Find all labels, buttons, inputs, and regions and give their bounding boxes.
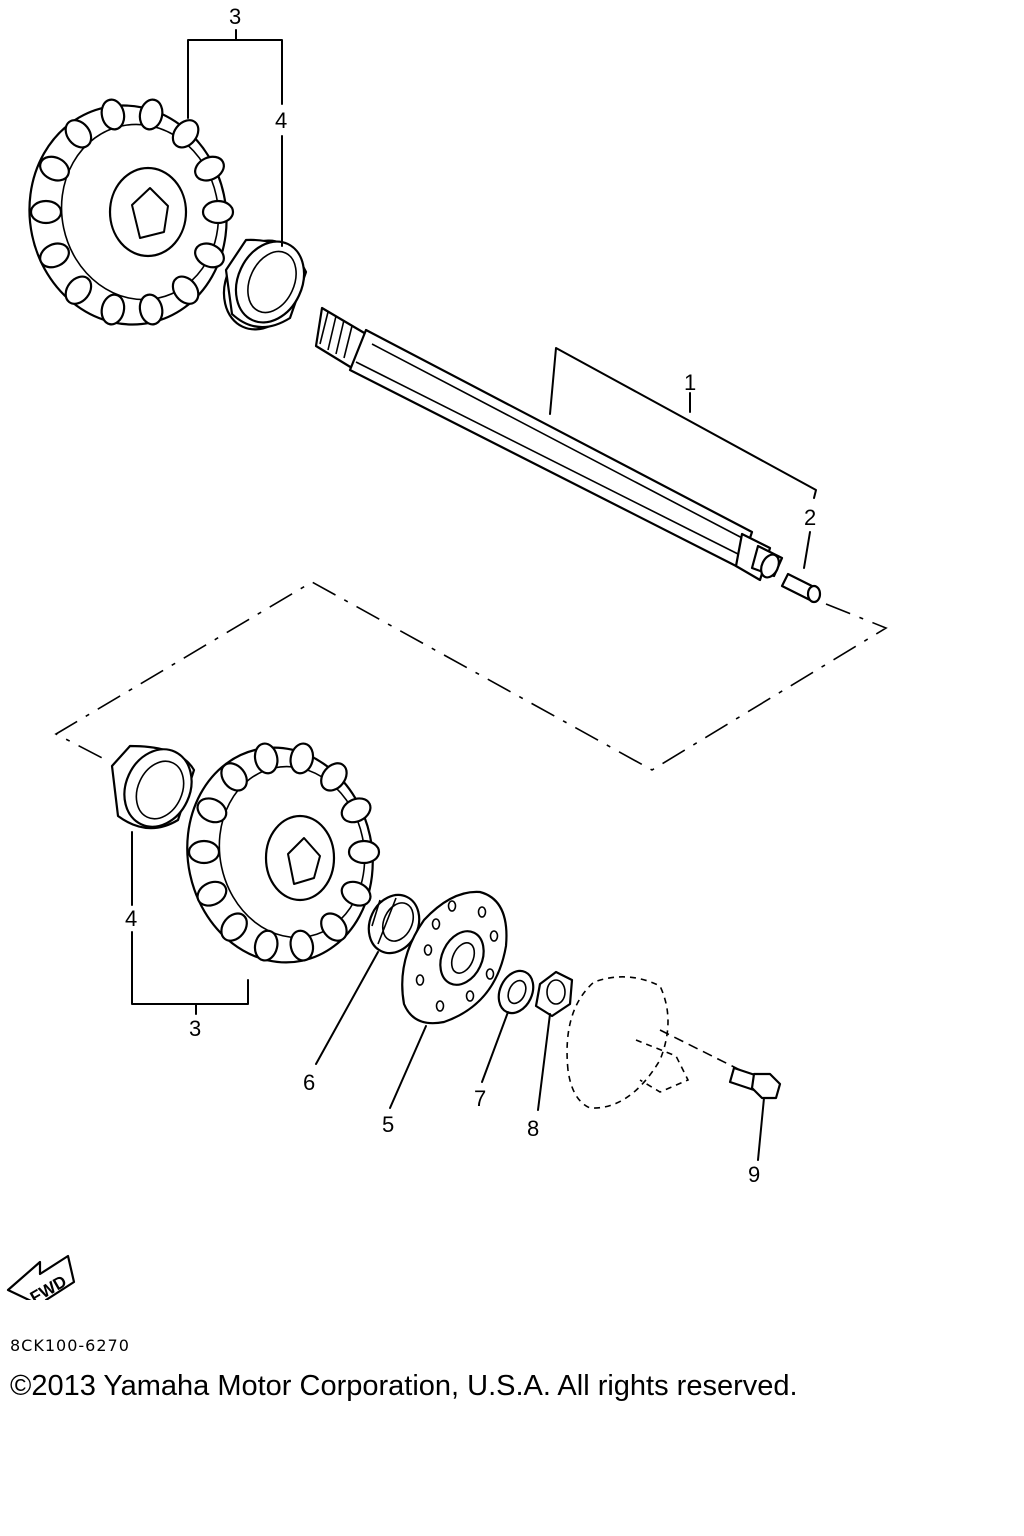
sprocket-tooth bbox=[253, 742, 279, 775]
leader-lines bbox=[131, 29, 817, 1161]
callout-6: 6 bbox=[303, 1070, 315, 1095]
callout-2: 2 bbox=[804, 505, 816, 530]
sprocket-tooth bbox=[39, 155, 70, 182]
callout-9: 9 bbox=[748, 1162, 760, 1187]
sprocket-tooth bbox=[201, 199, 235, 225]
sprocket-tooth bbox=[196, 797, 228, 824]
flange-hole bbox=[423, 944, 433, 956]
hub-dashed bbox=[566, 976, 741, 1109]
bolt-part-9 bbox=[728, 1066, 782, 1100]
sprocket-tooth bbox=[289, 742, 315, 775]
pin-part-2 bbox=[780, 572, 822, 604]
callout-5: 5 bbox=[382, 1112, 394, 1137]
flange-hole bbox=[447, 900, 457, 912]
sprocket-tooth bbox=[39, 242, 70, 269]
sprocket-tooth bbox=[138, 293, 164, 326]
sprocket-tooth bbox=[194, 155, 225, 182]
sprocket-tooth bbox=[64, 275, 93, 305]
sprocket-tooth bbox=[196, 880, 228, 907]
sprocket-tooth bbox=[320, 762, 348, 792]
lower-sprocket bbox=[186, 742, 381, 964]
callout-1: 1 bbox=[684, 370, 696, 395]
sprocket-tooth bbox=[340, 797, 372, 824]
sprocket-tooth bbox=[340, 880, 372, 907]
sprocket-tooth bbox=[138, 98, 164, 131]
forward-arrow-icon: FWD bbox=[6, 1254, 76, 1300]
sprocket-tooth bbox=[171, 119, 200, 149]
flange-hole bbox=[415, 974, 425, 986]
sprocket-tooth bbox=[320, 912, 348, 942]
callout-8: 8 bbox=[527, 1116, 539, 1141]
callout-4-top: 4 bbox=[275, 108, 287, 133]
assembly-outline bbox=[54, 581, 888, 771]
sprocket-tooth bbox=[100, 98, 126, 131]
callout-7: 7 bbox=[474, 1086, 486, 1111]
callout-4-bottom: 4 bbox=[125, 906, 137, 931]
sprocket-tooth bbox=[194, 242, 225, 269]
sprocket-tooth bbox=[187, 839, 221, 865]
sprocket-tooth bbox=[253, 929, 279, 962]
upper-bushing bbox=[222, 238, 308, 331]
flange-hole bbox=[465, 990, 475, 1002]
sprocket-tooth bbox=[29, 199, 63, 225]
nut-part-8 bbox=[534, 970, 574, 1018]
diagram-code: 8CK100-6270 bbox=[10, 1336, 130, 1355]
flange-hole bbox=[431, 918, 441, 930]
flange-plate-part-5 bbox=[401, 890, 508, 1025]
copyright-notice: ©2013 Yamaha Motor Corporation, U.S.A. A… bbox=[10, 1370, 798, 1402]
sprocket-tooth bbox=[289, 929, 315, 962]
drive-shaft bbox=[314, 306, 784, 582]
callout-3-top: 3 bbox=[229, 4, 241, 29]
lower-bushing bbox=[110, 744, 196, 830]
callout-3-bottom: 3 bbox=[189, 1016, 201, 1041]
upper-sprocket bbox=[28, 98, 235, 326]
flange-hole bbox=[489, 930, 499, 942]
sprocket-tooth bbox=[64, 119, 93, 149]
sprocket-tooth bbox=[171, 275, 200, 305]
sprocket-tooth bbox=[347, 839, 381, 865]
sprocket-tooth bbox=[100, 293, 126, 326]
washer-part-7 bbox=[497, 969, 535, 1015]
flange-hole bbox=[435, 1000, 445, 1012]
sprocket-tooth bbox=[220, 912, 248, 942]
flange-hole bbox=[485, 968, 495, 980]
flange-hole bbox=[477, 906, 487, 918]
exploded-parts-diagram: 3 4 1 2 4 3 6 5 7 8 9 FWD bbox=[6, 4, 888, 1300]
sprocket-tooth bbox=[220, 762, 248, 792]
